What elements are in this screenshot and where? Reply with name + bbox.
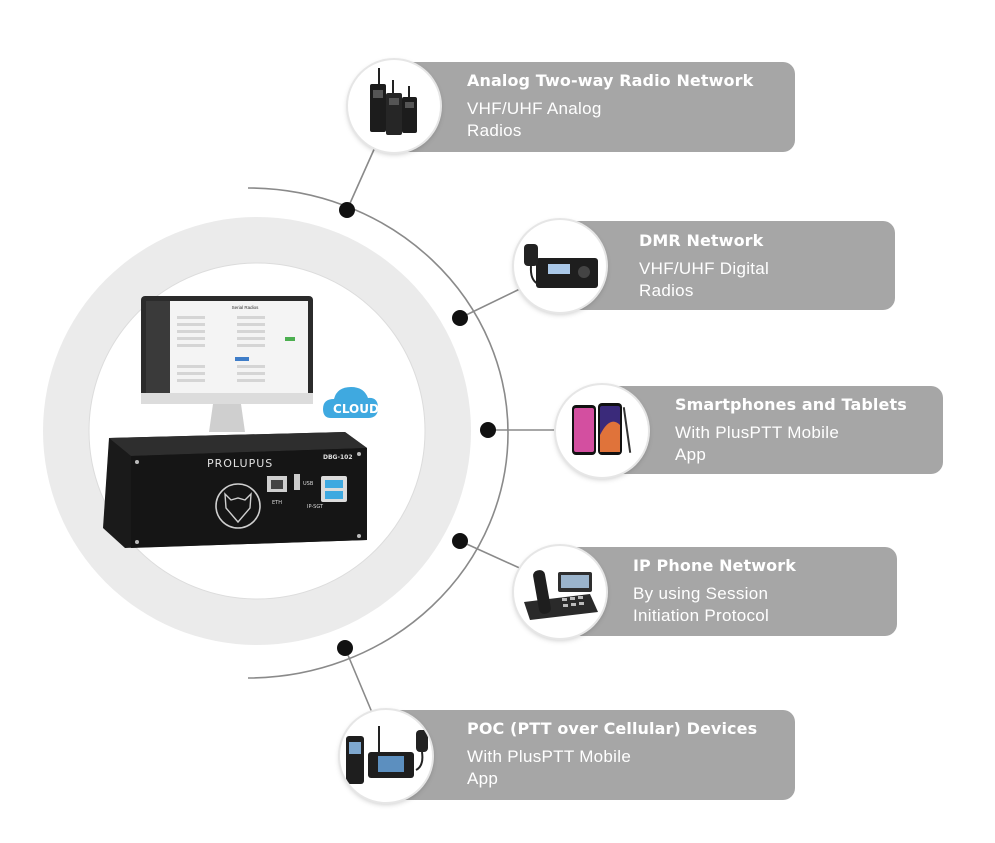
gateway-box-top [109, 432, 367, 456]
node-subtitle-ipphone: By using Session Initiation Protocol [633, 584, 770, 625]
smartphones-icon [572, 403, 632, 455]
node-title-poc: POC (PTT over Cellular) Devices [467, 719, 758, 738]
node-title-analog: Analog Two-way Radio Network [467, 71, 754, 90]
poc-devices-icon [346, 726, 428, 784]
node-card-smartphones: Smartphones and Tablets With PlusPTT Mob… [600, 386, 943, 474]
dmr-mobile-radio-icon [524, 244, 598, 288]
eth-label: ETH [272, 500, 282, 506]
node-dot-analog [339, 202, 355, 218]
brand-label: PROLUPUS [207, 457, 273, 470]
node-card-poc: POC (PTT over Cellular) Devices With Plu… [395, 710, 795, 800]
node-dot-poc [337, 640, 353, 656]
connector-analog [346, 144, 377, 211]
two-way-radios-icon [370, 68, 417, 135]
connector-ipphone [459, 540, 525, 571]
connector-dmr [459, 284, 529, 319]
node-card-ipphone: IP Phone Network By using Session Initia… [560, 547, 897, 636]
hub-arc [247, 187, 509, 679]
model-label: DBG-102 [323, 454, 353, 461]
cloud-label: CLOUD [333, 402, 379, 416]
node-subtitle-smartphones: With PlusPTT Mobile App [675, 423, 840, 464]
node-bubble-ipphone [514, 546, 606, 638]
node-dot-dmr [452, 310, 468, 326]
screen-title: Serial Radios [232, 305, 260, 310]
cloud-icon [323, 387, 378, 418]
usb-port-icon [294, 474, 300, 490]
node-bubble-analog [348, 60, 440, 152]
monitor-screen [146, 301, 308, 393]
screen-form-rows [177, 316, 265, 382]
node-title-dmr: DMR Network [639, 231, 764, 250]
node-card-analog: Analog Two-way Radio Network VHF/UHF Ana… [395, 62, 795, 152]
node-bubble-poc [340, 710, 432, 802]
gateway-box-front [131, 448, 367, 548]
ip-sgt-label: IP-SGT [307, 504, 324, 510]
node-dot-ipphone [452, 533, 468, 549]
node-subtitle-analog: VHF/UHF Analog Radios [467, 99, 602, 140]
node-title-ipphone: IP Phone Network [633, 556, 796, 575]
screen-green-button [285, 337, 295, 341]
monitor-stand [209, 404, 245, 432]
ip-phone-icon [524, 570, 598, 620]
node-bubble-smartphones [556, 385, 648, 477]
node-bubble-dmr [514, 220, 606, 312]
monitor-chin [141, 393, 313, 404]
wolf-logo-icon [215, 483, 261, 529]
node-dot-smartphones [480, 422, 496, 438]
gateway-illustration: Serial Radios CLOUD PROLUPUS DBG-102 [103, 296, 379, 548]
usb-label: USB [303, 481, 314, 487]
screen-save-button [235, 357, 249, 361]
node-card-dmr: DMR Network VHF/UHF Digital Radios [560, 221, 895, 310]
node-subtitle-poc: With PlusPTT Mobile App [467, 747, 632, 788]
screen-sidebar [146, 301, 170, 393]
connector-poc [344, 647, 377, 723]
node-title-smartphones: Smartphones and Tablets [675, 395, 907, 414]
node-subtitle-dmr: VHF/UHF Digital Radios [639, 259, 770, 300]
